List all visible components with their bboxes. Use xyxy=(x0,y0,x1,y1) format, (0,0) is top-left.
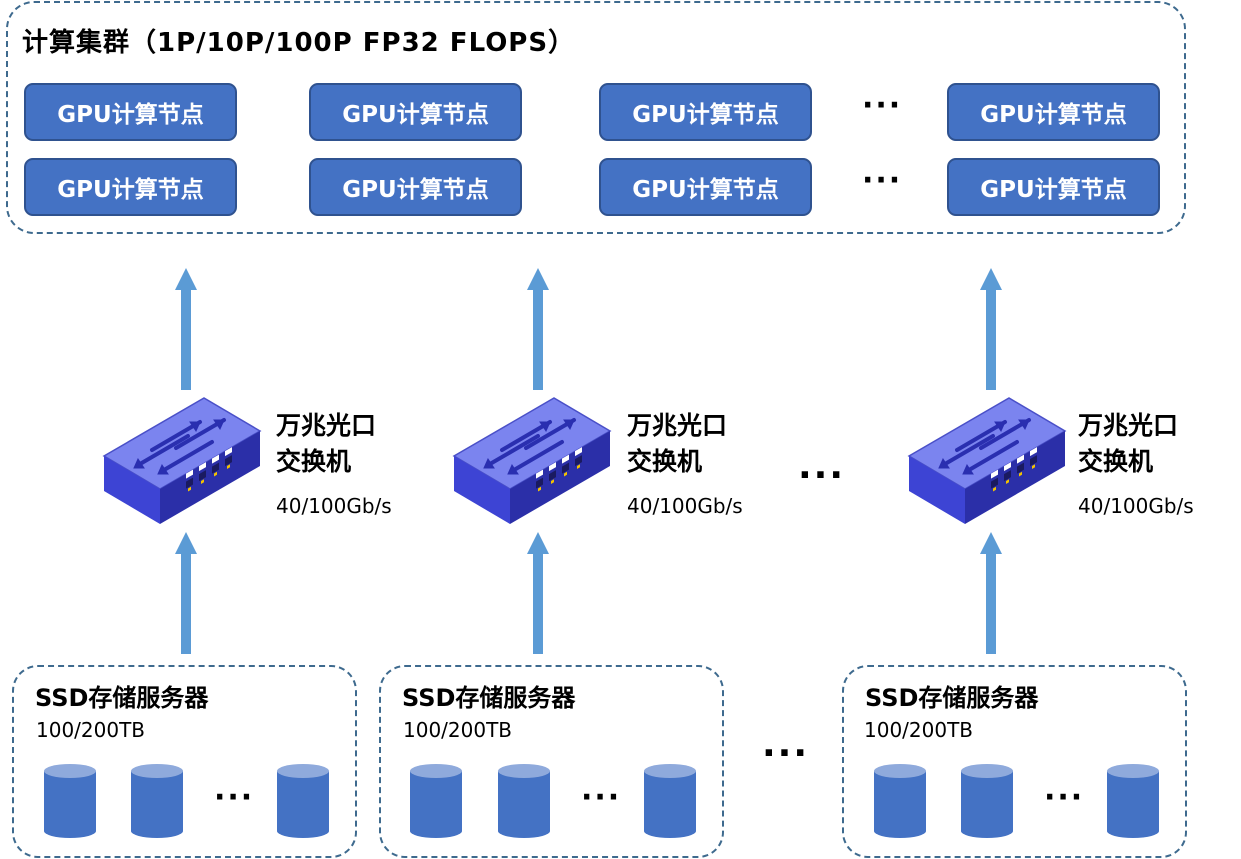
storage-capacity: 100/200TB xyxy=(403,718,513,742)
gpu-row-ellipsis: ··· xyxy=(862,163,903,198)
storage-capacity: 100/200TB xyxy=(864,718,974,742)
disk-ellipsis: ··· xyxy=(214,780,255,815)
gpu-node: GPU计算节点 xyxy=(24,158,237,216)
compute-cluster xyxy=(6,1,1186,234)
switch-ellipsis: ··· xyxy=(798,455,846,496)
switch-label: 万兆光口 交换机 xyxy=(1078,408,1178,480)
storage-title: SSD存储服务器 xyxy=(402,684,576,712)
disk-icon xyxy=(874,764,926,838)
gpu-node: GPU计算节点 xyxy=(309,158,522,216)
gpu-node: GPU计算节点 xyxy=(599,83,812,141)
switch-label-line2: 交换机 xyxy=(276,447,352,476)
storage-ellipsis: ··· xyxy=(762,733,810,774)
gpu-node: GPU计算节点 xyxy=(947,83,1160,141)
disk-icon xyxy=(44,764,96,838)
switch-label-line1: 万兆光口 xyxy=(1078,411,1179,440)
switch-label-line2: 交换机 xyxy=(1078,447,1154,476)
switch-speed: 40/100Gb/s xyxy=(276,494,392,518)
switch-label: 万兆光口 交换机 xyxy=(627,408,727,480)
switch-label-line1: 万兆光口 xyxy=(627,411,728,440)
storage-server xyxy=(842,665,1187,858)
gpu-node: GPU计算节点 xyxy=(947,158,1160,216)
disk-ellipsis: ··· xyxy=(1044,780,1085,815)
storage-capacity: 100/200TB xyxy=(36,718,146,742)
disk-icon xyxy=(961,764,1013,838)
disk-icon xyxy=(498,764,550,838)
disk-icon xyxy=(1107,764,1159,838)
switch-label-line2: 交换机 xyxy=(627,447,703,476)
gpu-node: GPU计算节点 xyxy=(309,83,522,141)
gpu-node: GPU计算节点 xyxy=(24,83,237,141)
cluster-title: 计算集群（1P/10P/100P FP32 FLOPS） xyxy=(22,28,576,58)
switch-label: 万兆光口 交换机 xyxy=(276,408,376,480)
storage-server xyxy=(379,665,724,858)
storage-title: SSD存储服务器 xyxy=(35,684,209,712)
disk-icon xyxy=(644,764,696,838)
switch-label-line1: 万兆光口 xyxy=(276,411,377,440)
disk-icon xyxy=(277,764,329,838)
gpu-node: GPU计算节点 xyxy=(599,158,812,216)
switch-speed: 40/100Gb/s xyxy=(1078,494,1194,518)
storage-title: SSD存储服务器 xyxy=(865,684,1039,712)
storage-server xyxy=(12,665,357,858)
switch-speed: 40/100Gb/s xyxy=(627,494,743,518)
gpu-row-ellipsis: ··· xyxy=(862,88,903,123)
disk-icon xyxy=(131,764,183,838)
disk-icon xyxy=(410,764,462,838)
disk-ellipsis: ··· xyxy=(581,780,622,815)
